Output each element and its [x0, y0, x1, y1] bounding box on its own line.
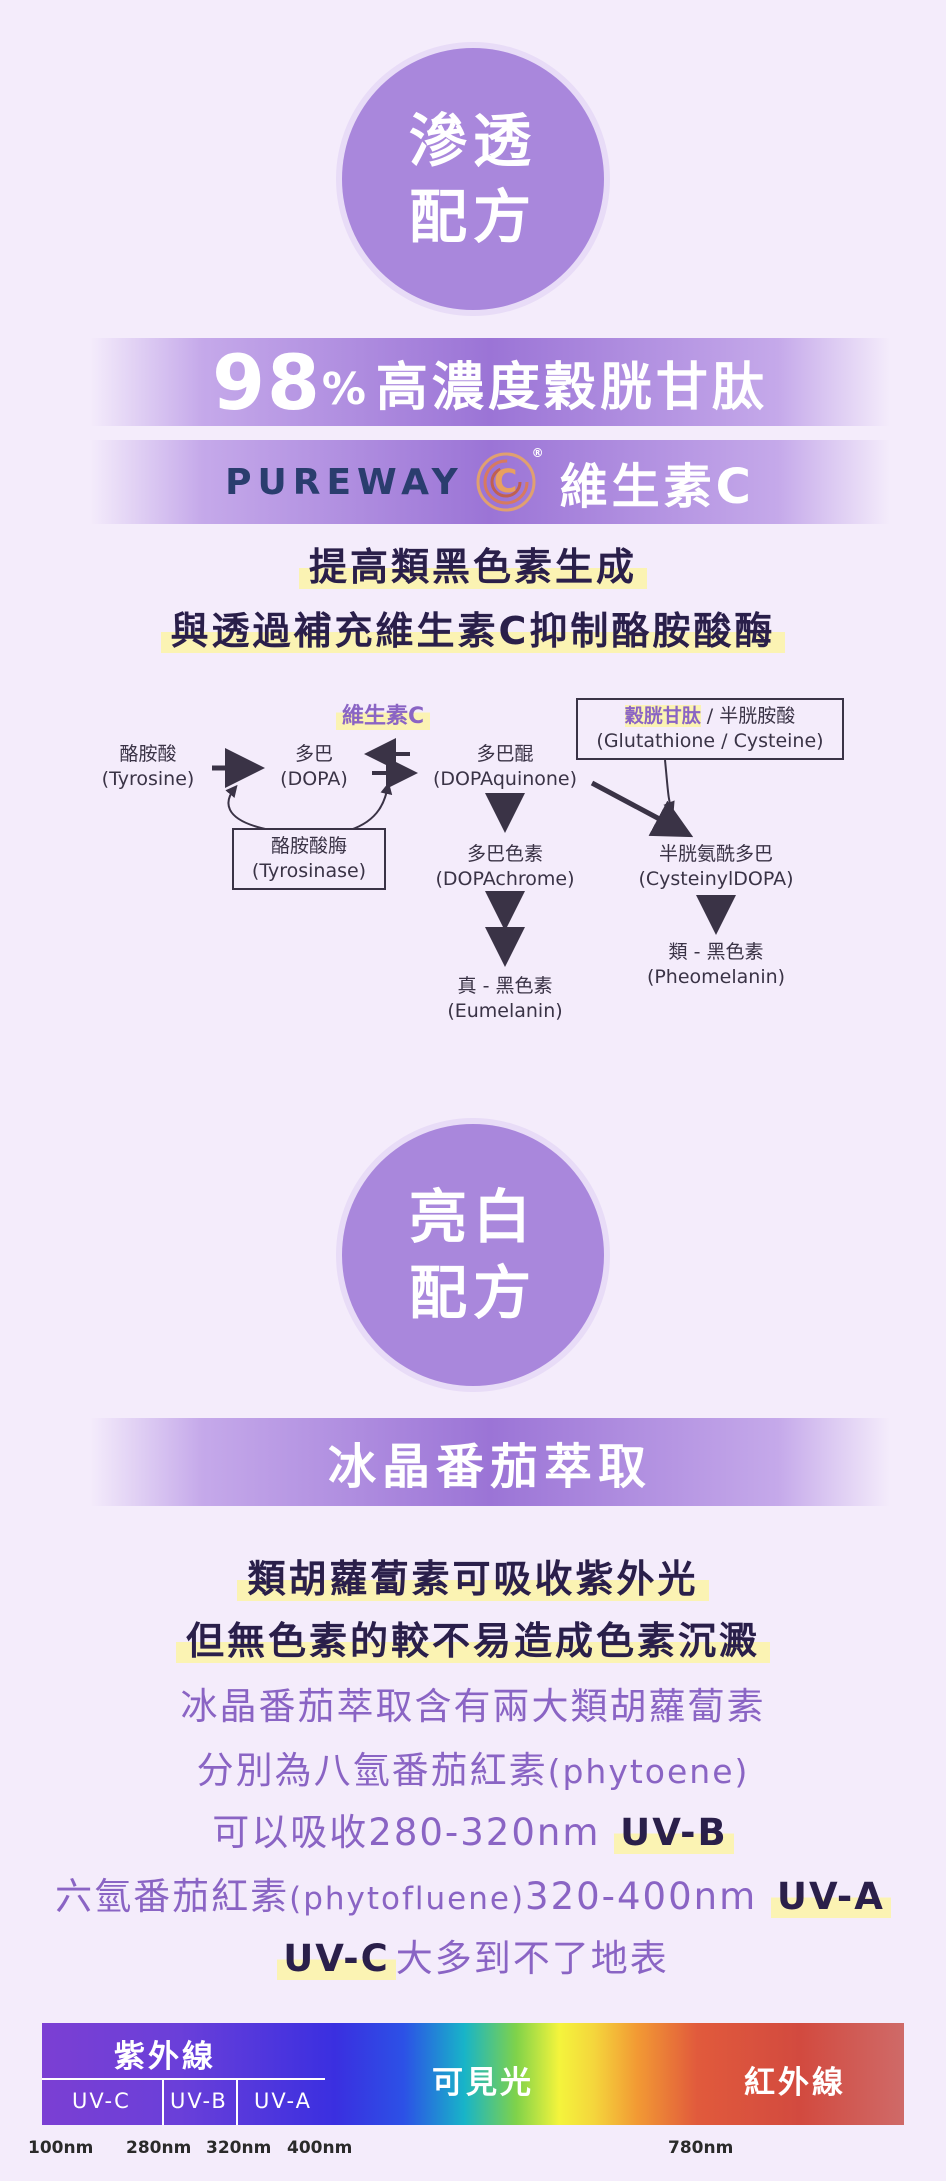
section-badge-whitening: 亮白 配方 — [342, 1124, 604, 1386]
badge-text: 滲透 配方 — [408, 107, 537, 251]
uvc-label: UV-C — [72, 2089, 131, 2113]
node-dopachrome: 多巴色素(DOPAchrome) — [435, 843, 575, 890]
infrared-label: 紅外線 — [744, 2065, 846, 2101]
tick-100nm: 100nm — [28, 2138, 94, 2158]
uvb-label: UV-B — [170, 2089, 228, 2113]
node-dopaquinone: 多巴醌(DOPAquinone) — [432, 743, 578, 790]
logo-letter: C — [493, 462, 518, 500]
headline-carotenoid-uv: 類胡蘿蔔素可吸收紫外光 — [0, 1548, 946, 1603]
node-glutathione: 穀胱甘肽 / 半胱胺酸 (Glutathione / Cysteine) — [576, 698, 844, 760]
glutathione-title: 高濃度穀胱甘肽 — [375, 357, 768, 418]
node-cysteinyldopa: 半胱氨酰多巴(CysteinylDOPA) — [638, 843, 794, 890]
glutathione-band: 98 % 高濃度穀胱甘肽 — [90, 337, 890, 427]
visible-label: 可見光 — [432, 2065, 534, 2101]
tick-780nm: 780nm — [668, 2138, 734, 2158]
text-phytoene: 分別為八氫番茄紅素(phytoene) — [196, 1749, 750, 1792]
node-eumelanin: 真 - 黑色素(Eumelanin) — [447, 975, 563, 1022]
node-tyrosine: 酪胺酸(Tyrosine) — [101, 743, 195, 790]
arrow-tyrosinase-curve-left — [225, 784, 271, 831]
registered-mark: ® — [531, 446, 544, 460]
uva-label: UV-A — [254, 2089, 312, 2113]
pureway-logo-icon: C ® — [474, 446, 544, 514]
uv-label: 紫外線 — [114, 2039, 216, 2075]
headline-inhibit-tyrosinase: 與透過補充維生素C抑制酪胺酸酶 — [0, 600, 946, 655]
tomato-extract-band: 冰晶番茄萃取 — [90, 1418, 890, 1506]
light-spectrum-bar: 紫外線 UV-C UV-B UV-A 可見光 紅外線 — [42, 2023, 904, 2125]
tick-280nm: 280nm — [126, 2138, 192, 2158]
uva-highlight: UV-A — [770, 1875, 891, 1918]
uv-divider-1 — [162, 2080, 164, 2125]
vitamin-c-label: 維生素C — [336, 698, 431, 730]
uvb-highlight: UV-B — [614, 1811, 734, 1854]
arrow-tyrosinase-curve-right — [349, 782, 393, 831]
uvc-highlight: UV-C — [277, 1937, 396, 1980]
pathway-arrows — [212, 738, 736, 967]
text-two-carotenoids: 冰晶番茄萃取含有兩大類胡蘿蔔素 — [180, 1685, 766, 1728]
percent-number: 98 — [212, 337, 322, 427]
badge-text: 亮白 配方 — [408, 1183, 537, 1327]
tick-400nm: 400nm — [287, 2138, 353, 2158]
text-phytofluene: 六氫番茄紅素(phytofluene)320-400nm UV-A — [0, 1866, 946, 1920]
node-tyrosinase: 酪胺酸脢(Tyrosinase) — [232, 828, 386, 890]
section-badge-penetration: 滲透 配方 — [342, 48, 604, 310]
node-pheomelanin: 類 - 黑色素(Pheomelanin) — [646, 941, 786, 988]
vitamin-c-title: 維生素C — [559, 459, 755, 515]
arrow-glutathione-curve — [663, 759, 675, 814]
headline-boost-pheomelanin: 提高類黑色素生成 — [0, 536, 946, 591]
percent-sign: % — [321, 363, 370, 415]
uv-divider-top — [42, 2078, 325, 2080]
headline-no-pigment: 但無色素的較不易造成色素沉澱 — [0, 1610, 946, 1665]
tick-320nm: 320nm — [206, 2138, 272, 2158]
uv-divider-2 — [236, 2080, 238, 2125]
vitamin-c-band: PUREWAY C ® 維生素C — [90, 440, 890, 524]
arrow-dopaquinone-to-cysteinyldopa — [590, 780, 694, 838]
pureway-brand: PUREWAY — [225, 461, 464, 503]
tomato-extract-title: 冰晶番茄萃取 — [327, 1439, 652, 1495]
glutathione-highlight: 穀胱甘肽 — [624, 705, 701, 727]
text-uvb: 可以吸收280-320nm UV-B — [0, 1802, 946, 1856]
node-dopa: 多巴(DOPA) — [280, 743, 348, 790]
